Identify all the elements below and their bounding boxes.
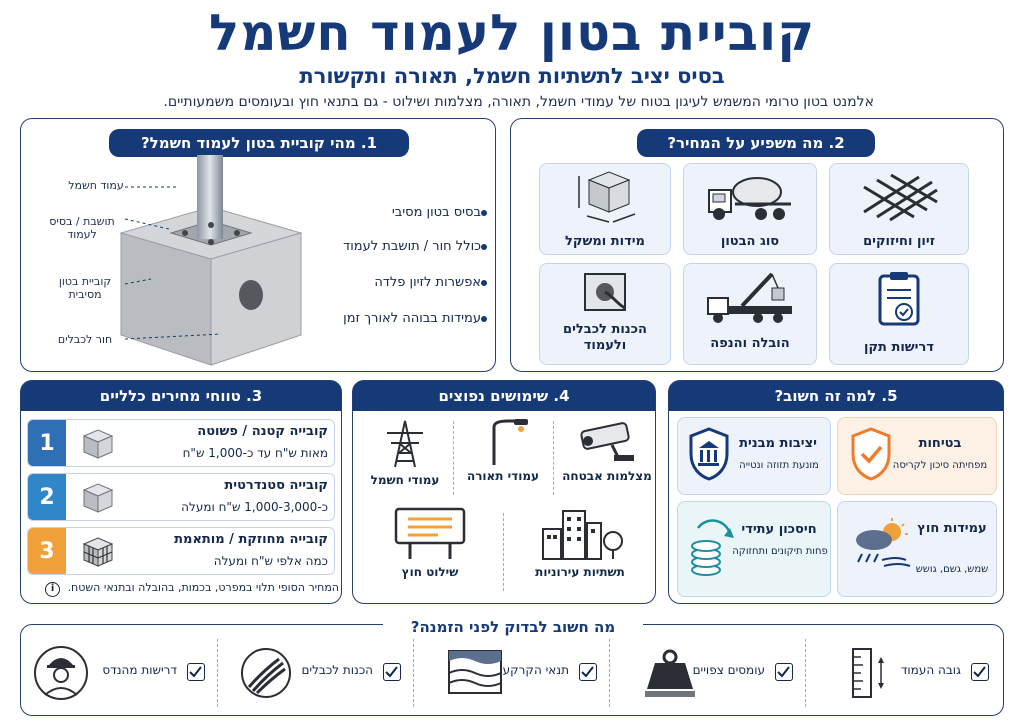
- price-note: המחיר הסופי תלוי במפרט, בכמות, בהובלה וב…: [25, 581, 339, 597]
- crane-truck-icon: [707, 272, 792, 323]
- engineer-icon: [34, 646, 88, 700]
- rebar-mesh-icon: [863, 173, 938, 222]
- price-row-2-price: כ-1,000-3,000 ש"ח ומעלה: [181, 500, 328, 514]
- page-title: קוביית בטון לעמוד חשמל: [208, 4, 816, 62]
- price-row-3-price: כמה אלפי ש"ח ומעלה: [213, 554, 328, 568]
- coins-cycle-icon: [691, 519, 734, 576]
- price-row-1: 1 קובייה קטנה / פשוטה מאות ש"ח עד כ-1,00…: [27, 419, 335, 467]
- bullet-2: כולל חור / תושבת לעמוד: [317, 239, 493, 254]
- factor-cable-prep-label: הכנות לכבלים ולעמוד: [563, 322, 647, 353]
- street-light-icon: [492, 419, 528, 465]
- benefit-safety: בטיחות מפחיתה סיכון לקריסה: [837, 417, 997, 495]
- factor-cable-prep: הכנות לכבלים ולעמוד: [539, 263, 671, 365]
- intro-text: אלמנט בטון טרומי המשמש לעיגון בטוח של עמ…: [163, 94, 874, 110]
- billboard-icon: [394, 507, 466, 559]
- section-1-title: 1. מהי קוביית בטון לעמוד חשמל?: [109, 129, 409, 157]
- power-pylon-icon: [387, 420, 423, 468]
- label-cable-hole: חור לכבלים: [57, 333, 113, 346]
- section-checklist: מה חשוב לבדוק לפני הזמנה? גובה העמוד עומ…: [20, 613, 1004, 716]
- price-row-3: 3 קובייה מחוזקת / מותאמת כמה אלפי ש"ח ומ…: [27, 527, 335, 575]
- check-engineer-requirements[interactable]: דרישות מהנדס: [25, 643, 215, 703]
- checkbox-icon[interactable]: [579, 663, 597, 681]
- concrete-cube-illustration: [119, 155, 303, 366]
- benefit-stability: יציבות מבנית מונעת תזוזה ונטייה: [677, 417, 831, 495]
- concrete-mixer-icon: [708, 177, 791, 220]
- shield-check-icon: [851, 427, 891, 481]
- cable-box-icon: [584, 273, 626, 311]
- small-cube-icon: [82, 429, 114, 459]
- cube-dimensions-icon: [578, 171, 636, 223]
- section-4-title: 4. שימושים נפוצים: [353, 381, 655, 411]
- factor-transport: הובלה והנפה: [683, 263, 817, 365]
- use-outdoor-signage: שילוט חוץ: [357, 505, 503, 579]
- section-2-title: 2. מה משפיע על המחיר?: [637, 129, 875, 157]
- weight-icon: [645, 649, 695, 697]
- section-why-important: 5. למה זה חשוב? בטיחות מפחיתה סיכון לקרי…: [668, 380, 1004, 604]
- bullet-4: עמידות בבוהה לאורך זמן: [317, 311, 493, 326]
- page-subtitle: בסיס יציב לתשתיות חשמל, תאורה ותקשורת: [299, 64, 725, 88]
- use-street-lights: עמודי תאורה: [455, 419, 551, 483]
- checkbox-icon[interactable]: [971, 663, 989, 681]
- price-row-1-number: 1: [28, 420, 66, 466]
- shield-building-icon: [689, 427, 729, 481]
- ruler-icon: [852, 648, 884, 698]
- bullet-3: אפשרות לזיון פלדה: [317, 275, 493, 290]
- bullet-1: בסיס בטון מסיבי: [317, 205, 493, 220]
- price-row-2-number: 2: [28, 474, 66, 520]
- checkbox-icon[interactable]: [383, 663, 401, 681]
- factor-rebar: זיון וחיזוקים: [829, 163, 969, 255]
- label-pole: עמוד חשמל: [68, 179, 124, 192]
- standard-cube-icon: [82, 483, 114, 513]
- section-price-ranges: 3. טווחי מחירים כלליים 1 קובייה קטנה / פ…: [20, 380, 342, 604]
- factor-standards: דרישות תקן: [829, 263, 969, 365]
- factor-dimensions: מידות ומשקל: [539, 163, 671, 255]
- weather-icon: [856, 518, 911, 567]
- soil-layers-icon: [448, 650, 502, 694]
- checkbox-icon[interactable]: [187, 663, 205, 681]
- section-price-factors: 2. מה משפיע על המחיר? זיון וחיזוקים סוג …: [510, 118, 1004, 372]
- section-5-title: 5. למה זה חשוב?: [669, 381, 1003, 411]
- check-expected-loads[interactable]: עומסים צפויים: [613, 643, 803, 703]
- label-cube: קוביית בטון מסיבית: [58, 275, 112, 301]
- reinforced-cube-icon: [82, 537, 114, 567]
- use-power-poles: עמודי חשמל: [357, 419, 453, 487]
- checkbox-icon[interactable]: [775, 663, 793, 681]
- price-row-3-number: 3: [28, 528, 66, 574]
- section-uses: 4. שימושים נפוצים מצלמות אבטחה עמודי תאו…: [352, 380, 656, 604]
- security-camera-icon: [580, 422, 634, 461]
- clipboard-check-icon: [878, 272, 920, 326]
- price-row-1-price: מאות ש"ח עד כ-1,000 ש"ח: [182, 446, 328, 460]
- section-what-is: 1. מהי קוביית בטון לעמוד חשמל? עמוד חשמל…: [20, 118, 496, 372]
- benefit-weather: עמידות חוץ שמש, גשם, גושש: [837, 501, 997, 597]
- use-security-cameras: מצלמות אבטחה: [559, 419, 655, 483]
- check-pole-height[interactable]: גובה העמוד: [809, 643, 999, 703]
- checklist-title: מה חשוב לבדוק לפני הזמנה?: [383, 613, 643, 641]
- use-urban-infrastructure: תשתיות עירוניות: [507, 505, 653, 579]
- cables-icon: [241, 648, 291, 698]
- city-buildings-icon: [542, 510, 623, 560]
- price-row-2: 2 קובייה סטנדרטית כ-1,000-3,000 ש"ח ומעל…: [27, 473, 335, 521]
- price-row-1-name: קובייה קטנה / פשוטה: [197, 424, 328, 439]
- price-row-2-name: קובייה סטנדרטית: [224, 478, 328, 493]
- label-mount: תושבת / בסיס לעמוד: [49, 215, 115, 241]
- check-soil-conditions[interactable]: תנאי הקרקע: [417, 643, 607, 703]
- price-row-3-name: קובייה מחוזקת / מותאמת: [174, 532, 328, 547]
- info-icon: i: [45, 582, 61, 597]
- check-cable-prep[interactable]: הכנות לכבלים: [221, 643, 411, 703]
- section-3-title: 3. טווחי מחירים כלליים: [21, 381, 341, 411]
- factor-concrete-type: סוג הבטון: [683, 163, 817, 255]
- benefit-savings: חיסכון עתידי פחות תיקונים ותחזוקה: [677, 501, 831, 597]
